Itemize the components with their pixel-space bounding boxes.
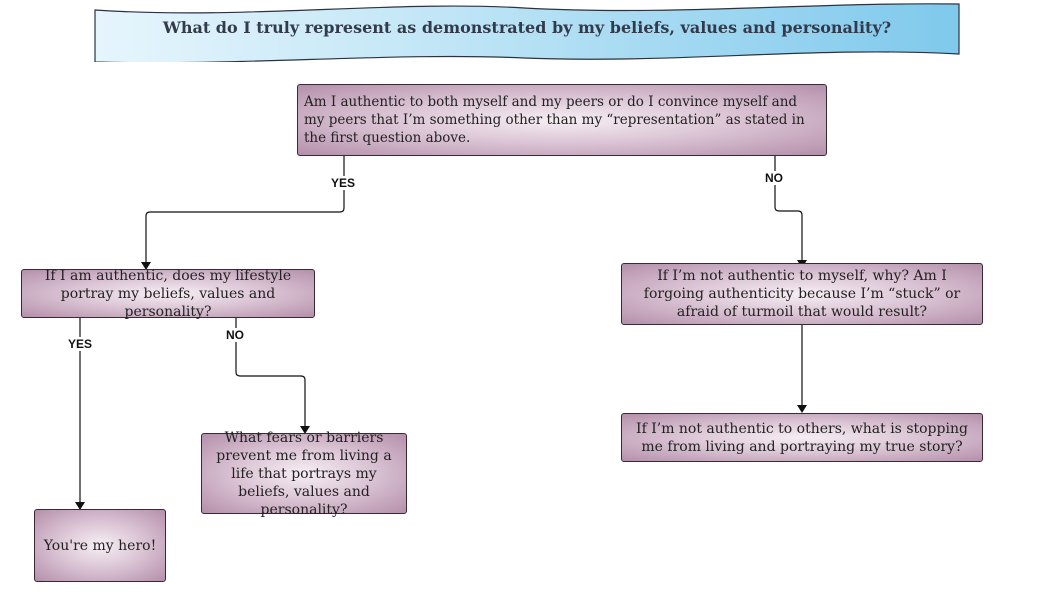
arrowhead-hero — [75, 502, 85, 510]
edge-label-no-1: NO — [763, 171, 785, 185]
node-lifestyle-question: If I am authentic, does my lifestyle por… — [21, 268, 315, 320]
node-authentic-question: Am I authentic to both myself and my pee… — [297, 84, 827, 156]
node-not-authentic-others: If I’m not authentic to others, what is … — [621, 413, 983, 462]
edge-label-yes-1: YES — [329, 176, 358, 190]
title-banner — [94, 3, 960, 62]
edge-no-1 — [774, 156, 803, 260]
node-fears-barriers: What fears or barriers prevent me from l… — [201, 430, 407, 518]
arrowhead-not-others — [797, 405, 807, 413]
edge-yes-1 — [145, 156, 345, 262]
edge-no-2 — [235, 318, 306, 430]
arrowhead-lifestyle — [141, 262, 151, 270]
edge-label-no-2: NO — [224, 328, 246, 342]
node-hero: You're my hero! — [34, 509, 166, 582]
edge-label-yes-2: YES — [66, 337, 95, 351]
node-not-authentic-self: If I’m not authentic to myself, why? Am … — [621, 263, 983, 325]
arrowhead-fears — [300, 426, 310, 434]
page-title: What do I truly represent as demonstrate… — [162, 18, 892, 37]
